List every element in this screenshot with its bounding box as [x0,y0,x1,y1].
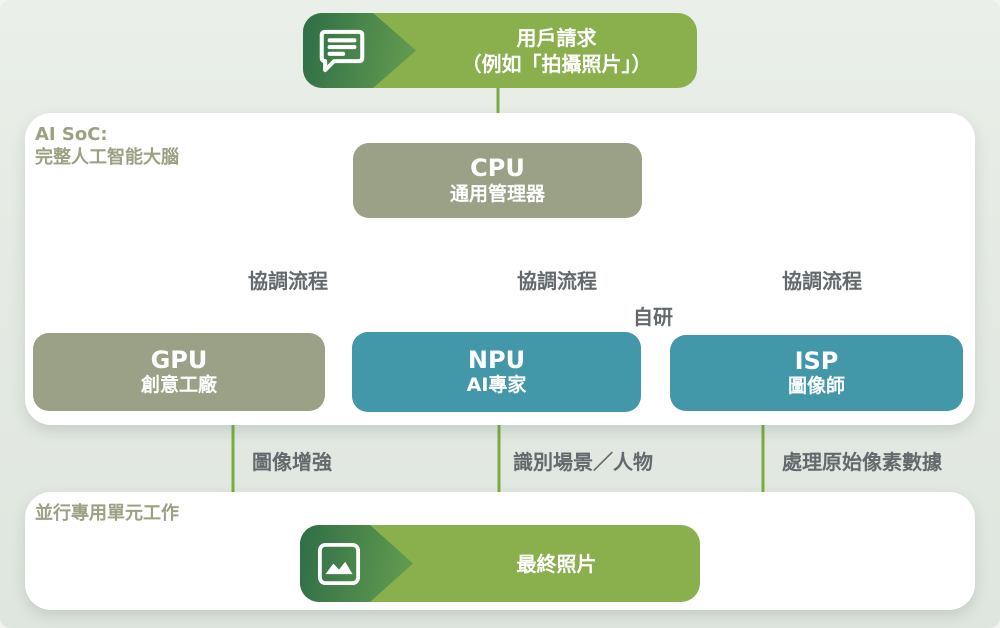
npu-name: NPU [467,345,526,374]
npu-self-developed-tag: 自研 [633,305,673,329]
parallel-units-label: 並行專用單元工作 [35,503,179,524]
isp-output-label: 處理原始像素數據 [782,450,942,474]
chevron-shape [300,525,413,602]
gpu-role: 創意工廠 [140,374,217,397]
isp-role: 圖像師 [787,375,845,398]
branch-label-isp: 協調流程 [782,269,862,293]
isp-name: ISP [794,346,839,375]
cpu-role: 通用管理器 [449,182,545,205]
gpu-name: GPU [150,345,208,374]
gpu-box: GPU 創意工廠 [33,333,325,411]
npu-box: NPU AI專家 [352,332,641,412]
soc-panel-label: AI SoC: 完整人工智能大腦 [35,124,179,169]
user-request-subtitle: （例如「拍攝照片」） [461,51,652,76]
branch-label-npu: 協調流程 [517,269,597,293]
soc-label-line2: 完整人工智能大腦 [35,146,179,168]
cpu-box: CPU 通用管理器 [353,143,642,218]
final-photo-banner: 最終照片 [300,525,700,602]
chevron-shape [303,13,416,88]
final-photo-title: 最終照片 [516,551,597,576]
user-request-title: 用戶請求 [516,25,597,50]
soc-label-line1: AI SoC: [35,124,108,145]
isp-box: ISP 圖像師 [670,335,963,411]
user-request-banner: 用戶請求 （例如「拍攝照片」） [303,13,697,88]
gpu-output-label: 圖像增強 [252,450,332,474]
branch-label-gpu: 協調流程 [248,269,328,293]
cpu-name: CPU [470,154,525,183]
npu-output-label: 識別場景／人物 [513,450,653,474]
npu-role: AI專家 [466,374,527,397]
